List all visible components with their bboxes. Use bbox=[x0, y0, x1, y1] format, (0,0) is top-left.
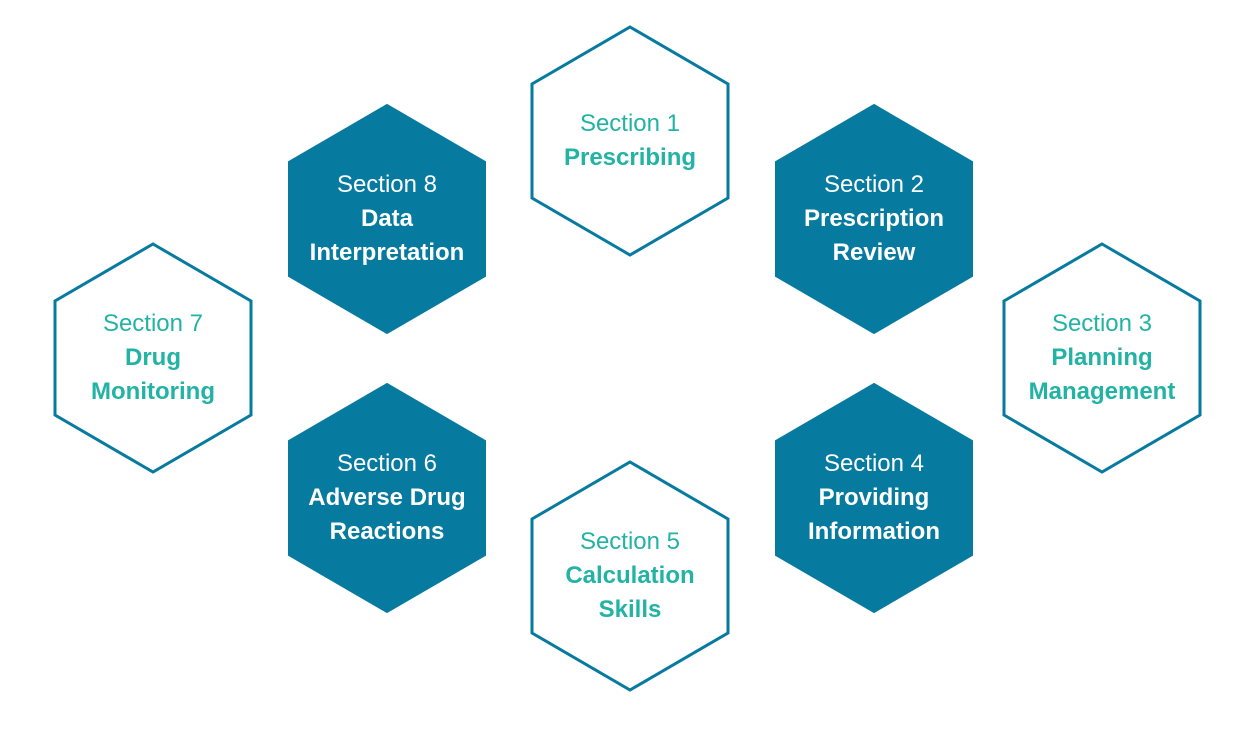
section-title-line: Monitoring bbox=[91, 378, 215, 405]
section-number-label: Section 2 bbox=[823, 171, 925, 198]
section-number-label: Section 8 bbox=[336, 171, 438, 198]
section-number-label: Section 6 bbox=[336, 450, 438, 477]
hexagon-shape bbox=[1002, 242, 1202, 474]
hexagon-shape bbox=[530, 25, 730, 257]
hexagon-outline bbox=[288, 103, 486, 335]
section-title-line: Interpretation bbox=[309, 239, 465, 266]
hexagon-shape bbox=[775, 382, 973, 614]
hexagon-outline bbox=[530, 25, 730, 257]
section-text: Section 1 Prescribing bbox=[537, 107, 723, 175]
section-title-line: Planning bbox=[1051, 344, 1153, 371]
section-title-line: Prescription bbox=[803, 205, 945, 232]
hexagon-outline bbox=[53, 242, 253, 474]
hexagon-outline bbox=[775, 103, 973, 335]
section-title-line: Providing bbox=[818, 484, 930, 511]
hexagon-outline bbox=[288, 382, 486, 614]
section-number-label: Section 5 bbox=[579, 528, 681, 555]
section-title-line: Calculation bbox=[565, 562, 695, 589]
section-title-line: Drug bbox=[125, 344, 181, 371]
hexagon-shape bbox=[775, 103, 973, 335]
hexagon-outline bbox=[530, 460, 730, 692]
hexagon-outline bbox=[775, 382, 973, 614]
section-title-line: Adverse Drug bbox=[308, 484, 466, 511]
hexagon-outline bbox=[1002, 242, 1202, 474]
section-title-line: Prescribing bbox=[563, 144, 697, 171]
section-number-label: Section 1 bbox=[579, 110, 681, 137]
section-title-line: Review bbox=[832, 239, 916, 266]
section-number-label: Section 7 bbox=[102, 310, 204, 337]
hexagon-section-1: Section 1 Prescribing bbox=[530, 25, 730, 257]
hexagon-shape bbox=[530, 460, 730, 692]
hexagon-shape bbox=[288, 382, 486, 614]
section-title-line: Skills bbox=[598, 596, 662, 623]
hexagon-shape bbox=[53, 242, 253, 474]
section-number-label: Section 4 bbox=[823, 450, 925, 477]
section-title-line: Data bbox=[360, 205, 414, 232]
section-title-line: Reactions bbox=[329, 518, 445, 545]
section-number-label: Section 3 bbox=[1051, 310, 1153, 337]
section-title-line: Information bbox=[808, 518, 940, 545]
section-title-line: Management bbox=[1028, 378, 1176, 405]
hexagon-shape bbox=[288, 103, 486, 335]
